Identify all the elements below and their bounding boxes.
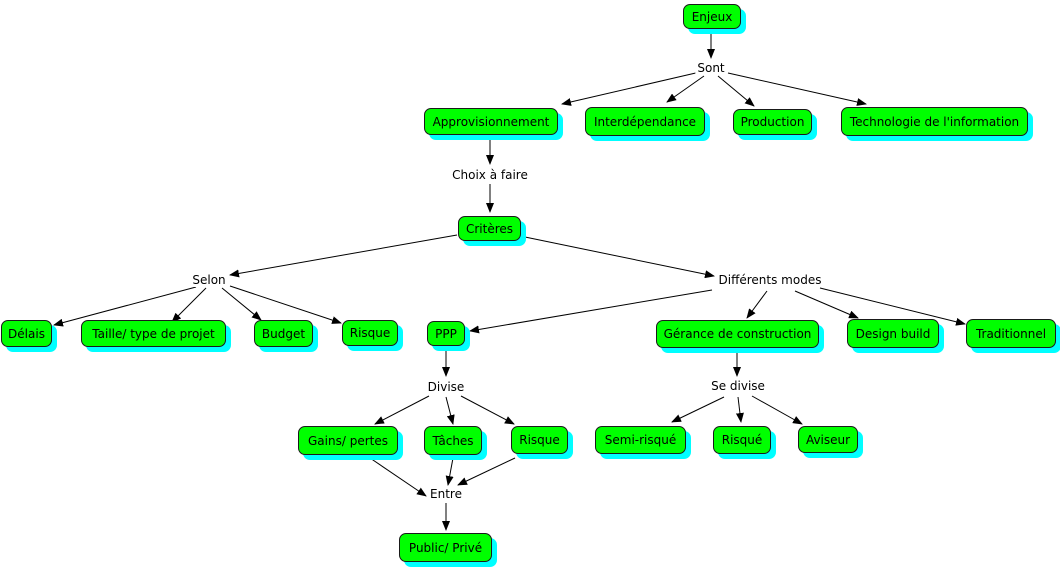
concept-interdependance[interactable]: Interdépendance: [585, 107, 705, 136]
link-choix-a-faire: Choix à faire: [450, 168, 530, 182]
concept-enjeux[interactable]: Enjeux: [683, 4, 741, 29]
edge-divise-risque: [460, 395, 515, 425]
concept-budget[interactable]: Budget: [254, 320, 313, 347]
edge-sedivise-aviseur: [751, 395, 803, 425]
edge-modes-design: [794, 290, 859, 319]
edge-criteres-selon: [229, 234, 458, 278]
concept-traditionnel[interactable]: Traditionnel: [966, 319, 1056, 348]
concept-production[interactable]: Production: [733, 109, 812, 135]
edge-modes-ppp: [469, 289, 713, 334]
edge-selon-delais: [53, 286, 197, 327]
link-divise: Divise: [425, 380, 467, 394]
edge-divise-gains: [374, 395, 430, 425]
edge-risque-entre: [457, 457, 516, 486]
concept-criteres[interactable]: Critères: [458, 216, 521, 241]
edge-sont-approvisionnement: [561, 71, 701, 106]
concept-approvisionnement[interactable]: Approvisionnement: [424, 108, 558, 135]
concept-risque-ppp[interactable]: Risque: [511, 426, 568, 454]
edge-sedivise-semirisque: [671, 396, 725, 423]
concept-technologie[interactable]: Technologie de l'information: [841, 107, 1028, 136]
concept-design-build[interactable]: Design build: [847, 319, 939, 348]
concept-taille[interactable]: Taille/ type de projet: [81, 320, 226, 347]
link-differents-modes: Différents modes: [716, 273, 824, 287]
edge-sont-technologie: [727, 72, 867, 106]
link-sont: Sont: [695, 61, 727, 75]
link-selon: Selon: [190, 273, 228, 287]
link-entre: Entre: [428, 487, 464, 501]
concept-gerance[interactable]: Gérance de construction: [656, 320, 819, 348]
concept-public-prive[interactable]: Public/ Privé: [399, 533, 492, 562]
edge-modes-traditionnel: [819, 287, 966, 326]
link-se-divise: Se divise: [709, 379, 767, 393]
concept-delais[interactable]: Délais: [1, 320, 52, 347]
edge-selon-risque: [229, 285, 342, 324]
edge-sont-interdependance: [666, 75, 705, 103]
concept-risque-selon[interactable]: Risque: [342, 320, 398, 346]
concept-ppp[interactable]: PPP: [427, 321, 465, 346]
concept-gains-pertes[interactable]: Gains/ pertes: [298, 426, 398, 455]
edge-sedivise-risque: [735, 396, 744, 423]
edge-gains-entre: [369, 457, 427, 497]
edge-divise-taches: [445, 396, 455, 425]
edge-sont-production: [717, 75, 755, 107]
concept-semi-risque[interactable]: Semi-risqué: [595, 426, 686, 454]
concept-risque-gerance[interactable]: Risqué: [713, 426, 771, 454]
concept-taches[interactable]: Tâches: [424, 426, 482, 455]
edge-selon-taille: [171, 287, 207, 323]
edge-criteres-modes: [524, 236, 715, 279]
edge-taches-entre: [445, 457, 454, 486]
edge-modes-gerance: [746, 290, 768, 319]
concept-aviseur[interactable]: Aviseur: [798, 426, 858, 453]
edge-selon-budget: [221, 287, 262, 321]
